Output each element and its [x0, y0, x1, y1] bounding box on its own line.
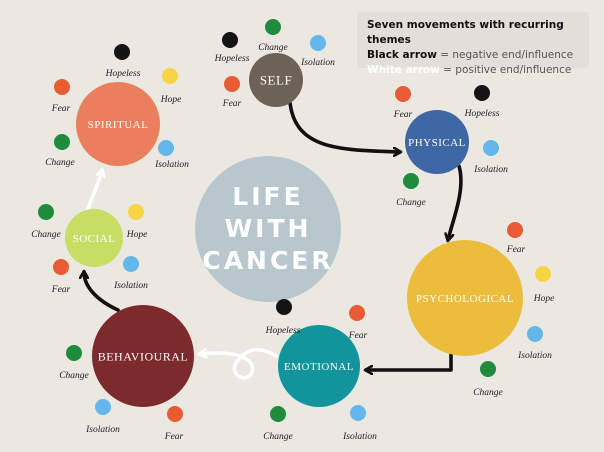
legend-box: Seven movements with recurring themes Bl… — [357, 12, 589, 76]
behavioural-isolation-dot — [95, 399, 111, 415]
spiritual-change-dot — [54, 134, 70, 150]
emotional-change-label: Change — [263, 432, 293, 442]
psychological-node — [407, 240, 523, 356]
spiritual-isolation-label: Isolation — [154, 160, 189, 170]
psychological-change-dot — [480, 361, 496, 377]
self-isolation-label: Isolation — [300, 58, 335, 68]
physical-hopeless-label: Hopeless — [464, 109, 500, 119]
social-change-label: Change — [31, 230, 61, 240]
self-hopeless-label: Hopeless — [214, 54, 250, 64]
emotional-change-dot — [270, 406, 286, 422]
spiritual-node — [76, 82, 160, 166]
behavioural-node-label: BEHAVIOURAL — [98, 349, 189, 363]
physical-fear-dot — [395, 86, 411, 102]
spiritual-isolation-dot — [158, 140, 174, 156]
self-node-label: SELF — [260, 73, 292, 88]
self-hopeless-dot — [222, 32, 238, 48]
behavioural-isolation-label: Isolation — [85, 425, 120, 435]
psychological-fear-dot — [507, 222, 523, 238]
social-change-dot — [38, 204, 54, 220]
arrow-behavioural-to-social — [84, 272, 120, 312]
emotional-isolation-label: Isolation — [342, 432, 377, 442]
emotional-fear-label: Fear — [348, 331, 368, 341]
spiritual-fear-label: Fear — [51, 104, 71, 114]
legend-white-row: White arrow = positive end/influence — [367, 63, 579, 78]
social-node-label: SOCIAL — [73, 233, 116, 245]
psychological-change-label: Change — [473, 388, 503, 398]
behavioural-change-dot — [66, 345, 82, 361]
physical-fear-label: Fear — [393, 110, 413, 120]
physical-isolation-dot — [483, 140, 499, 156]
center-line-1: LIFE — [232, 182, 303, 211]
psychological-hope-label: Hope — [533, 294, 555, 304]
emotional-fear-dot — [349, 305, 365, 321]
social-isolation-label: Isolation — [113, 281, 148, 291]
self-change-label: Change — [258, 43, 288, 53]
behavioural-fear-dot — [167, 406, 183, 422]
psychological-isolation-label: Isolation — [517, 351, 552, 361]
psychological-node-label: PSYCHOLOGICAL — [416, 293, 514, 305]
physical-change-dot — [403, 173, 419, 189]
self-fear-label: Fear — [222, 99, 242, 109]
social-hope-label: Hope — [126, 230, 148, 240]
behavioural-fear-label: Fear — [164, 432, 184, 442]
spiritual-hopeless-dot — [114, 44, 130, 60]
spiritual-hopeless-label: Hopeless — [105, 69, 141, 79]
self-fear-dot — [224, 76, 240, 92]
psychological-fear-label: Fear — [506, 245, 526, 255]
self-node — [249, 53, 303, 107]
social-isolation-dot — [123, 256, 139, 272]
emotional-hopeless-dot — [276, 299, 292, 315]
center-line-3: CANCER — [202, 246, 333, 275]
center-line-2: WITH — [225, 214, 312, 243]
social-fear-label: Fear — [51, 285, 71, 295]
arrow-psychological-to-emotional — [366, 350, 453, 370]
emotional-hopeless-label: Hopeless — [265, 326, 301, 336]
legend-black-term: Black arrow — [367, 49, 437, 61]
physical-node-label: PHYSICAL — [408, 137, 466, 149]
emotional-isolation-dot — [350, 405, 366, 421]
spiritual-fear-dot — [54, 79, 70, 95]
arrow-social-to-spiritual — [86, 170, 102, 211]
behavioural-node — [92, 305, 194, 407]
legend-title: Seven movements with recurring themes — [367, 19, 564, 46]
center-circle — [195, 156, 341, 302]
legend-black-desc: = negative end/influence — [436, 49, 574, 61]
spiritual-hope-label: Hope — [160, 95, 182, 105]
physical-change-label: Change — [396, 198, 426, 208]
self-isolation-dot — [310, 35, 326, 51]
physical-hopeless-dot — [474, 85, 490, 101]
social-fear-dot — [53, 259, 69, 275]
spiritual-node-label: SPIRITUAL — [88, 119, 149, 131]
legend-white-term: White arrow — [367, 64, 440, 76]
spiritual-change-label: Change — [45, 158, 75, 168]
emotional-node — [278, 325, 360, 407]
arrow-emotional-to-behavioural — [200, 347, 278, 380]
psychological-hope-dot — [535, 266, 551, 282]
physical-isolation-label: Isolation — [473, 165, 508, 175]
self-change-dot — [265, 19, 281, 35]
arrow-physical-to-psychological — [448, 164, 463, 240]
arrow-self-to-physical — [288, 101, 400, 152]
psychological-isolation-dot — [527, 326, 543, 342]
physical-node — [405, 110, 469, 174]
social-node — [65, 209, 123, 267]
emotional-node-label: EMOTIONAL — [284, 361, 354, 373]
social-hope-dot — [128, 204, 144, 220]
spiritual-hope-dot — [162, 68, 178, 84]
legend-black-row: Black arrow = negative end/influence — [367, 48, 579, 63]
behavioural-change-label: Change — [59, 371, 89, 381]
legend-white-desc: = positive end/influence — [439, 64, 572, 76]
